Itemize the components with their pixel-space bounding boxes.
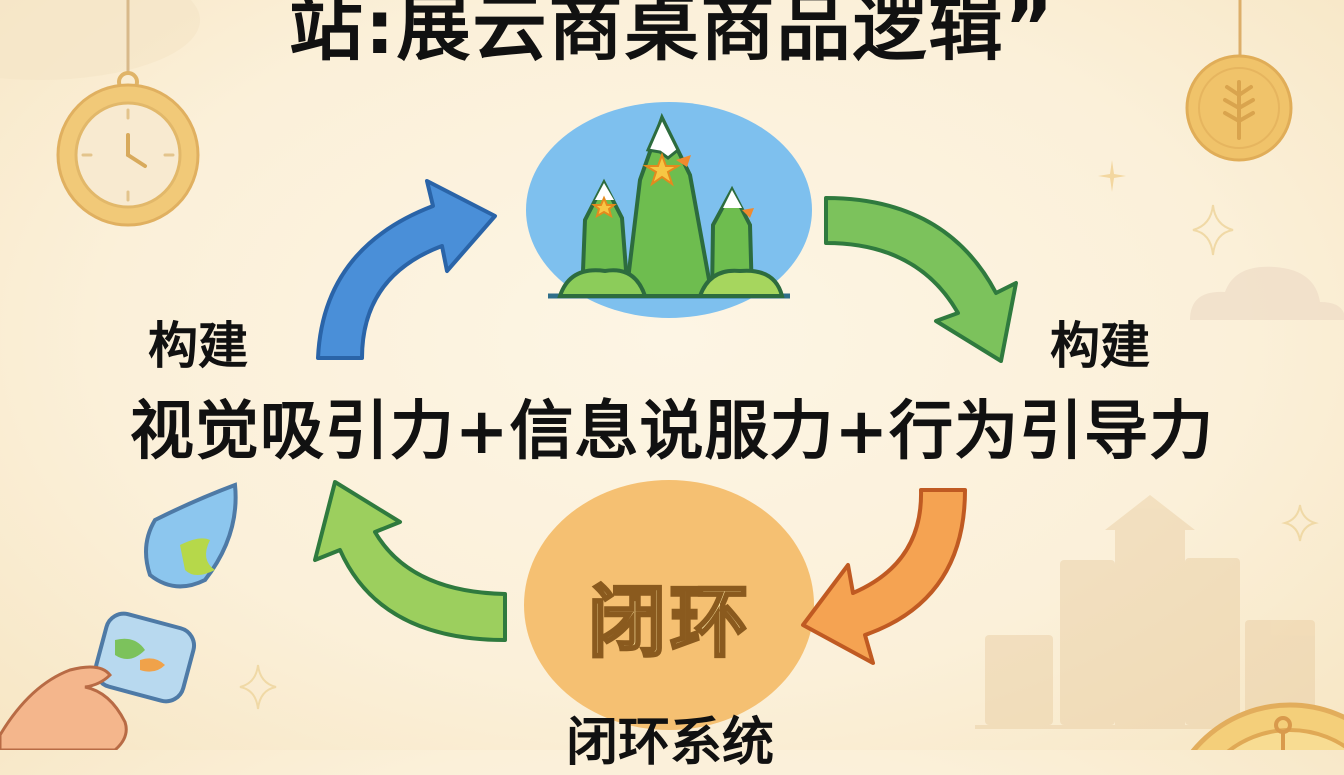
closed-loop-badge-bg [524, 480, 814, 730]
green-arrow-right [824, 196, 1018, 363]
hand-holding-globe-icon [0, 482, 238, 750]
closed-loop-badge: 闭环 [586, 577, 752, 670]
gold-coin-bottom-right [1190, 702, 1344, 750]
page-title: 站:展云商桌商品逻辑” [288, 0, 1056, 71]
gold-coin-leaf-icon [1185, 0, 1293, 162]
right-build-label: 构建 [1050, 317, 1150, 375]
formula-text: 视觉吸引力+信息说服力+行为引导力 [129, 395, 1215, 469]
sparkle-solid [1098, 160, 1126, 192]
city-skyline [975, 495, 1315, 729]
diagram-canvas [0, 0, 1344, 750]
mountain-peak-icon [526, 102, 812, 318]
pocket-watch-icon [56, 0, 200, 227]
orange-arrow [801, 488, 967, 665]
left-build-label: 构建 [148, 317, 248, 375]
sparkles [239, 204, 1319, 710]
bg-blob [0, 0, 200, 80]
closed-loop-system-label: 闭环系统 [565, 713, 774, 773]
green-arrow-left [313, 480, 507, 642]
cloud [1190, 266, 1344, 320]
blue-arrow [316, 179, 497, 360]
